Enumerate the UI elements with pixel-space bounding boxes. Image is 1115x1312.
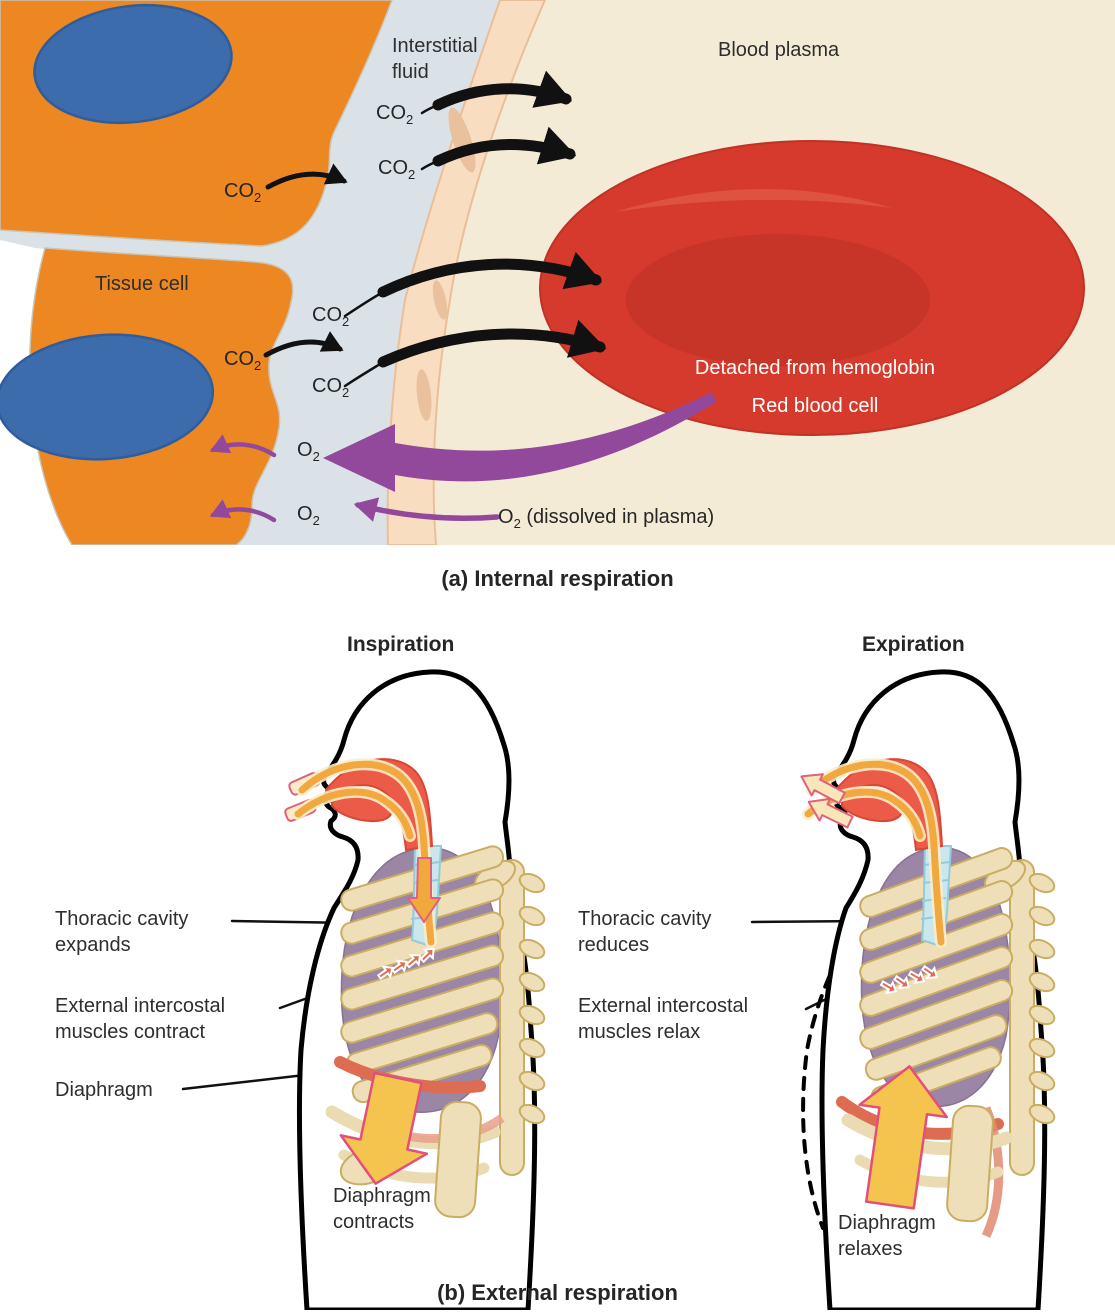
diaphragm-relaxes-label: Diaphragm relaxes bbox=[838, 1212, 936, 1260]
red-blood-cell-center bbox=[626, 234, 930, 366]
cell-nucleus bbox=[0, 333, 215, 461]
tissue-cell-label: Tissue cell bbox=[95, 273, 189, 295]
capillary-cell-body bbox=[416, 369, 432, 421]
co2-label: CO2 bbox=[224, 348, 262, 373]
inspiration-figure bbox=[284, 669, 546, 1310]
panel-b-caption: (b) External respiration bbox=[437, 1280, 678, 1305]
intercostal-muscle-marks bbox=[879, 964, 938, 995]
expiration-title: Expiration bbox=[862, 633, 965, 656]
diaphragm-contracts-label: Diaphragm contracts bbox=[333, 1185, 431, 1233]
blood-plasma-label: Blood plasma bbox=[718, 39, 840, 61]
co2-label: CO2 bbox=[224, 180, 262, 205]
expiration-figure bbox=[800, 669, 1056, 1310]
thoracic-cavity-expands-label: Thoracic cavity expands bbox=[55, 908, 189, 956]
co2-arrows bbox=[263, 70, 607, 388]
o2-label: O2 bbox=[297, 503, 320, 528]
o2-main-arrowhead bbox=[323, 424, 395, 492]
co2-label: CO2 bbox=[312, 304, 350, 329]
inhale-arrow bbox=[407, 857, 441, 923]
o2-arrows bbox=[209, 392, 716, 523]
sacrum-bone bbox=[946, 1104, 994, 1223]
cell-nucleus bbox=[33, 3, 233, 125]
capillary-cell-body bbox=[448, 107, 476, 173]
co2-label: CO2 bbox=[378, 157, 416, 182]
red-blood-cell-label: Red blood cell bbox=[751, 395, 879, 417]
exhale-arrows bbox=[800, 773, 854, 829]
thoracic-cavity-reduces-label: Thoracic cavity reduces bbox=[578, 908, 712, 956]
internal-respiration-canvas bbox=[0, 0, 1115, 545]
diaphragm-contracts-arrow bbox=[339, 1071, 429, 1185]
red-blood-cell-highlight bbox=[615, 188, 892, 212]
inspiration-title: Inspiration bbox=[347, 633, 455, 656]
detached-from-hemoglobin-label: Detached from hemoglobin bbox=[694, 357, 936, 379]
o2-dissolved-label: O2 (dissolved in plasma) bbox=[498, 506, 715, 531]
panel-a-caption: (a) Internal respiration bbox=[441, 566, 674, 591]
diaphragm-label: Diaphragm bbox=[55, 1079, 153, 1101]
interstitial-fluid-label: Interstitial fluid bbox=[392, 35, 478, 83]
co2-label: CO2 bbox=[376, 102, 414, 127]
sacrum-bone bbox=[434, 1100, 482, 1219]
capillary-cell-body bbox=[432, 280, 448, 320]
intercostal-muscle-marks bbox=[376, 947, 435, 980]
intercostal-relax-label: External intercostal muscles relax bbox=[578, 995, 749, 1043]
diaphragm-relaxes-arrow bbox=[858, 1065, 949, 1210]
co2-label: CO2 bbox=[312, 375, 350, 400]
o2-label: O2 bbox=[297, 439, 320, 464]
intercostal-contract-label: External intercostal muscles contract bbox=[55, 995, 226, 1043]
o2-main-arrow-band bbox=[390, 392, 716, 482]
